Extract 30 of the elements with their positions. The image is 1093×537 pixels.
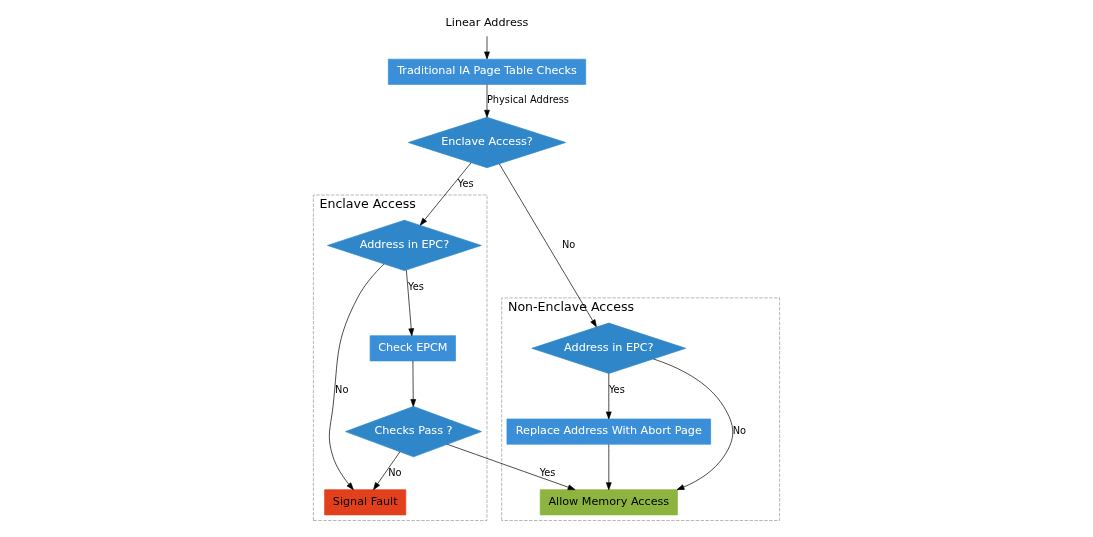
node-diamond: Address in EPC? <box>531 322 687 374</box>
edge-label: Yes <box>408 280 424 292</box>
node-box: Signal Fault <box>324 489 407 516</box>
arrow <box>446 443 576 490</box>
arrow <box>484 84 490 118</box>
edge-label: Yes <box>539 466 556 478</box>
arrow <box>484 35 490 60</box>
node-box: Check EPCM <box>369 335 456 362</box>
node-diamond: Checks Pass ? <box>345 406 482 458</box>
arrow <box>499 163 597 328</box>
edge-label: No <box>732 425 747 437</box>
arrow <box>653 358 734 491</box>
edge-label: Yes <box>457 177 474 189</box>
arrow <box>419 162 472 226</box>
arrow <box>406 269 415 337</box>
node-box: Replace Address With Abort Page <box>506 418 711 445</box>
edge-label: Physical Address <box>486 94 569 106</box>
arrow <box>410 360 417 407</box>
edge-label: No <box>561 238 576 250</box>
arrow <box>328 263 385 490</box>
node-text: Linear Address <box>445 16 529 30</box>
edge-label: Yes <box>608 383 625 395</box>
arrow <box>373 451 401 490</box>
arrow <box>606 444 612 491</box>
edge-label: No <box>335 383 349 395</box>
node-box: Allow Memory Access <box>539 489 678 516</box>
edge-label: No <box>388 466 402 478</box>
arrow <box>606 373 612 420</box>
node-diamond: Enclave Access? <box>407 116 567 169</box>
node-box: Traditional IA Page Table Checks <box>387 58 587 85</box>
